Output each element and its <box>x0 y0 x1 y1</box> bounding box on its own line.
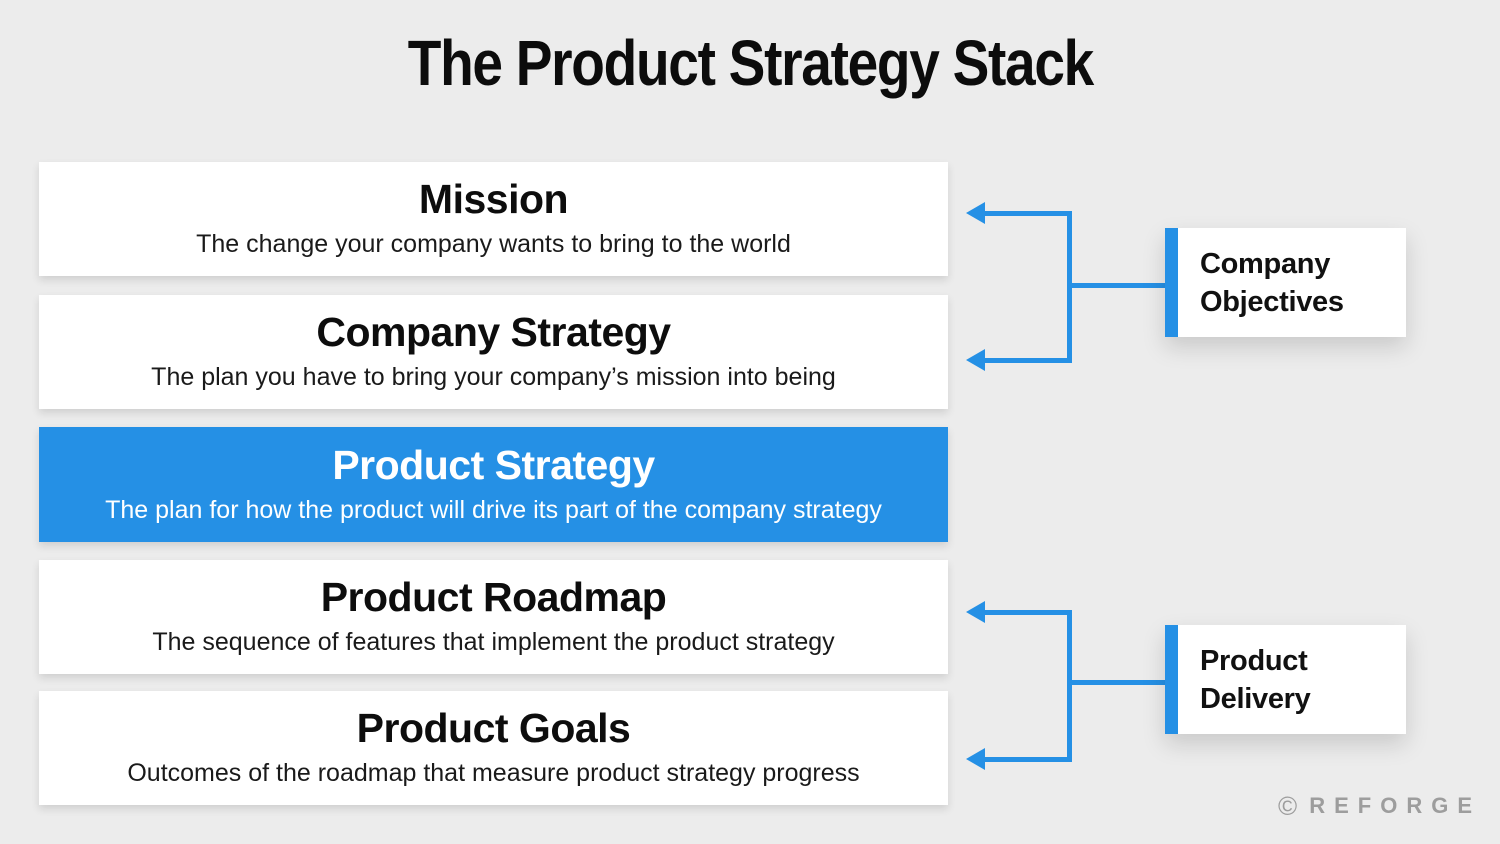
stack-row-product-goals: Product Goals Outcomes of the roadmap th… <box>39 691 948 805</box>
connector-line-bottom-arm <box>985 358 1072 363</box>
row-heading: Company Strategy <box>316 309 671 356</box>
page-title-text: The Product Strategy Stack <box>407 27 1094 99</box>
stack-row-company-strategy: Company Strategy The plan you have to br… <box>39 295 948 409</box>
callout-accent-bar <box>1165 625 1178 734</box>
row-description: The plan you have to bring your company’… <box>151 363 836 392</box>
connector-line-top-arm <box>985 610 1072 615</box>
callout-product-delivery: Product Delivery <box>1165 625 1406 734</box>
callout-body: Company Objectives <box>1178 228 1406 337</box>
connector-line-to-callout <box>1067 680 1165 685</box>
row-description: The plan for how the product will drive … <box>105 495 882 524</box>
stack-row-mission: Mission The change your company wants to… <box>39 162 948 276</box>
row-description: Outcomes of the roadmap that measure pro… <box>127 759 860 788</box>
connector-line-bottom-arm <box>985 757 1072 762</box>
left-arrowhead-icon <box>966 202 985 224</box>
callout-label: Company Objectives <box>1200 247 1344 318</box>
left-arrowhead-icon <box>966 349 985 371</box>
reforge-logo: © REFORGE <box>1278 793 1481 819</box>
callout-accent-bar <box>1165 228 1178 337</box>
connector-line-vertical <box>1067 610 1072 762</box>
row-heading: Product Goals <box>356 705 631 752</box>
callout-label: Product Delivery <box>1200 644 1311 715</box>
row-heading: Product Strategy <box>332 441 655 488</box>
copyright-icon: © <box>1278 791 1298 821</box>
row-description: The sequence of features that implement … <box>152 628 835 657</box>
row-heading: Product Roadmap <box>320 574 667 621</box>
callout-company-objectives: Company Objectives <box>1165 228 1406 337</box>
page-title: The Product Strategy Stack <box>0 26 1500 100</box>
connector-line-top-arm <box>985 211 1072 216</box>
left-arrowhead-icon <box>966 748 985 770</box>
stack-row-product-strategy: Product Strategy The plan for how the pr… <box>39 427 948 542</box>
connector-line-to-callout <box>1067 283 1165 288</box>
stack-row-product-roadmap: Product Roadmap The sequence of features… <box>39 560 948 674</box>
logo-text: REFORGE <box>1309 793 1481 818</box>
left-arrowhead-icon <box>966 601 985 623</box>
row-description: The change your company wants to bring t… <box>196 230 791 259</box>
callout-body: Product Delivery <box>1178 625 1406 734</box>
row-heading: Mission <box>418 176 569 223</box>
